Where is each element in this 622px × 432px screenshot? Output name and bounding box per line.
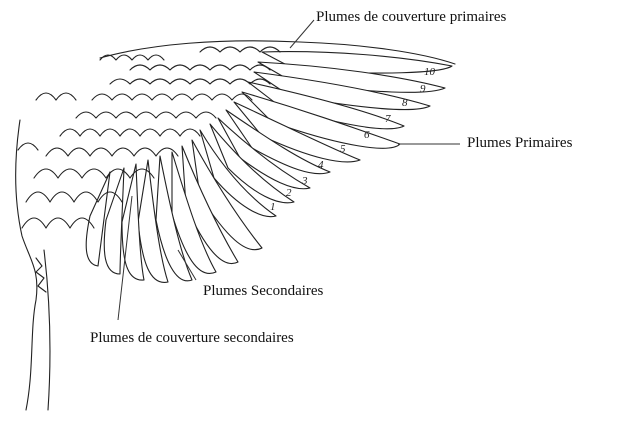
feather-number-4: 4 <box>318 159 324 171</box>
feather-number-1: 1 <box>270 201 276 213</box>
feather-number-2: 2 <box>286 187 292 199</box>
label-primary-coverts: Plumes de couverture primaires <box>316 10 506 25</box>
feather-number-10: 10 <box>424 66 436 78</box>
feather-number-6: 6 <box>364 129 370 141</box>
feather-number-9: 9 <box>420 83 426 95</box>
leader-primary-coverts <box>290 20 314 48</box>
label-primaries: Plumes Primaires <box>467 136 572 151</box>
feather-number-7: 7 <box>385 113 391 125</box>
feather-number-3: 3 <box>301 175 308 187</box>
label-secondaries: Plumes Secondaires <box>203 284 323 299</box>
primary-feathers <box>200 52 452 217</box>
feather-number-8: 8 <box>402 97 408 109</box>
label-secondary-coverts: Plumes de couverture secondaires <box>90 331 294 346</box>
feather-number-5: 5 <box>340 143 346 155</box>
